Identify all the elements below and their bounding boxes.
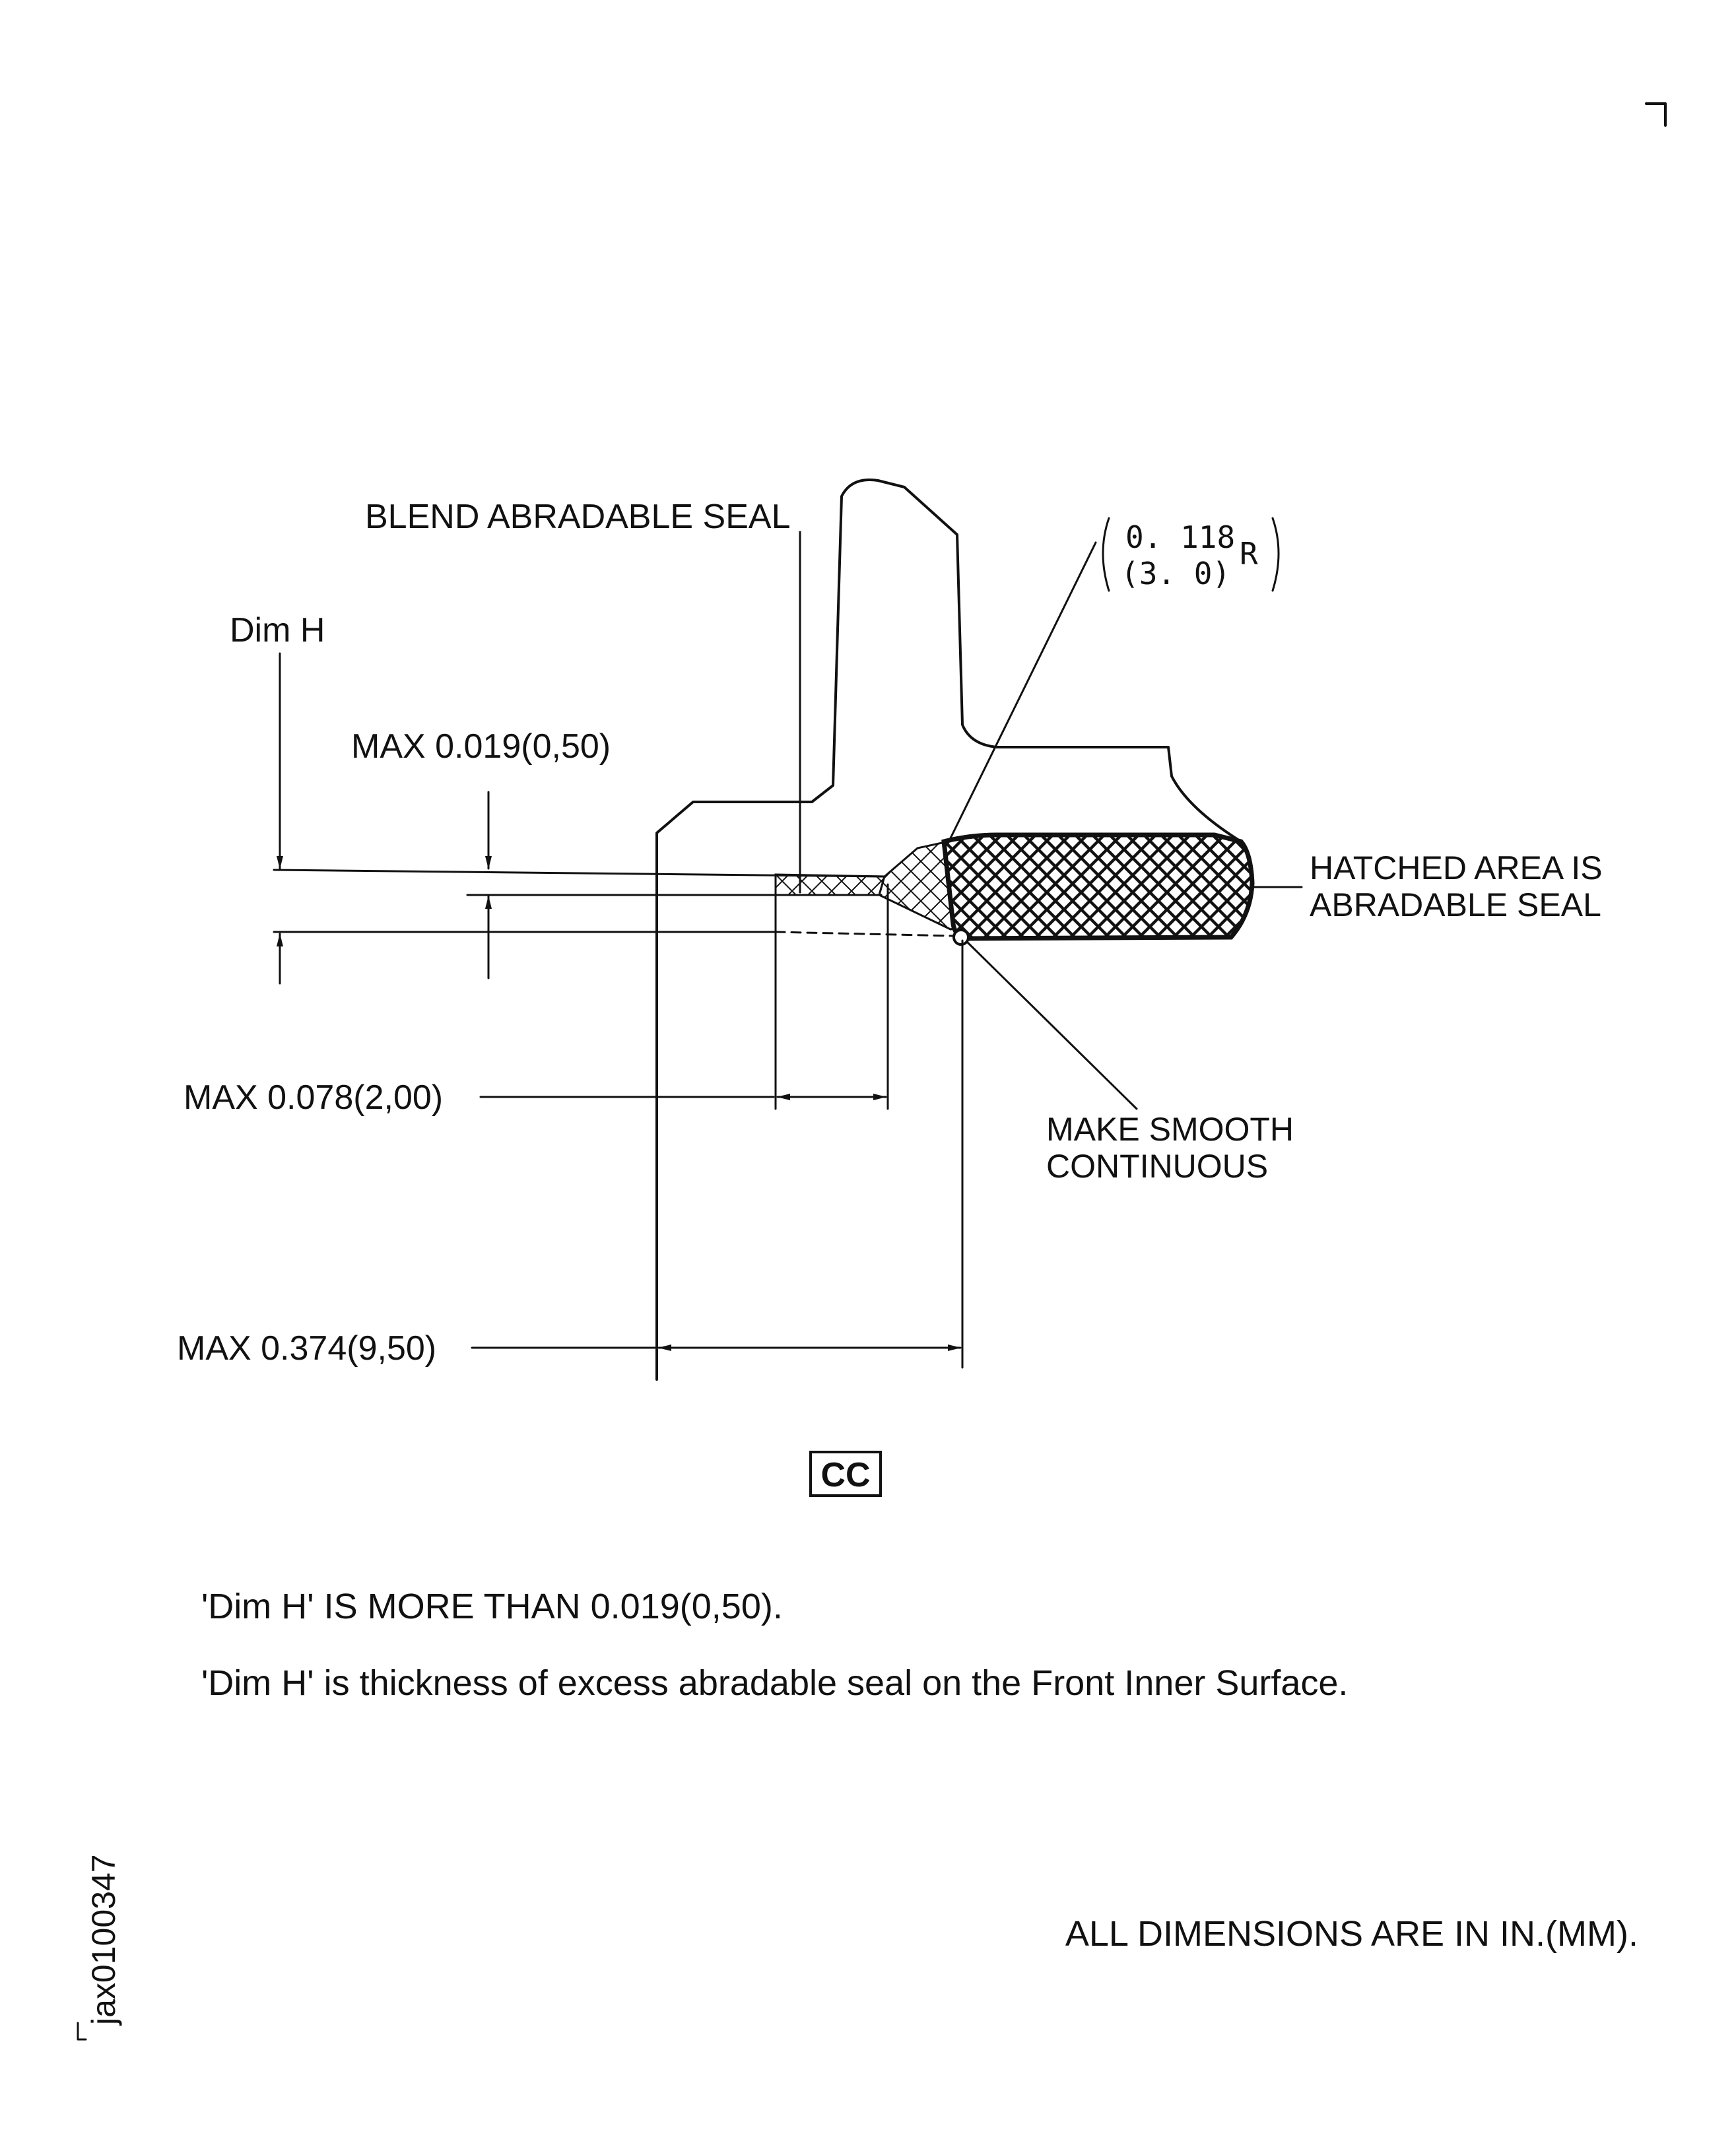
- radius-value-in: 0. 118: [1125, 519, 1235, 555]
- corner-mark: [1645, 102, 1667, 127]
- radius-r-label: R: [1240, 536, 1258, 572]
- max374-label: MAX 0.374(9,50): [177, 1329, 436, 1368]
- hatched-label-line2: ABRADABLE SEAL: [1310, 886, 1601, 923]
- radius-paren-left: [1102, 517, 1110, 592]
- figure-id-bracket: [77, 2022, 87, 2041]
- radius-point: [952, 929, 970, 946]
- max078-label: MAX 0.078(2,00): [184, 1078, 443, 1117]
- make-smooth-leader: [966, 941, 1138, 1110]
- make-smooth-label-line1: MAKE SMOOTH: [1046, 1111, 1294, 1148]
- excess-seal-layer: [774, 873, 886, 896]
- dim-h-label: Dim H: [230, 611, 325, 649]
- radius-leader: [947, 541, 1097, 845]
- units-note: ALL DIMENSIONS ARE IN IN.(MM).: [1065, 1914, 1638, 1954]
- make-smooth-label-line2: CONTINUOUS: [1046, 1148, 1268, 1185]
- note-dim-h-definition: 'Dim H' is thickness of excess abradable…: [201, 1663, 1348, 1703]
- figure-id: jax0100347: [85, 1854, 122, 2026]
- dim-h-top-line: [273, 869, 886, 878]
- part-outline: [655, 479, 1242, 1381]
- radius-paren-right: [1271, 517, 1280, 592]
- dashed-surface-line: [774, 931, 955, 937]
- radius-value-mm: (3. 0): [1121, 556, 1230, 591]
- hatched-label-line1: HATCHED AREA IS: [1310, 849, 1603, 886]
- abradable-seal-hatched: [941, 832, 1255, 941]
- view-id-label: CC: [820, 1456, 870, 1494]
- max019-label: MAX 0.019(0,50): [351, 727, 611, 766]
- blend-seal-label: BLEND ABRADABLE SEAL: [365, 498, 791, 536]
- note-dim-h-condition: 'Dim H' IS MORE THAN 0.019(0,50).: [201, 1587, 783, 1626]
- view-id-box: [809, 1451, 882, 1497]
